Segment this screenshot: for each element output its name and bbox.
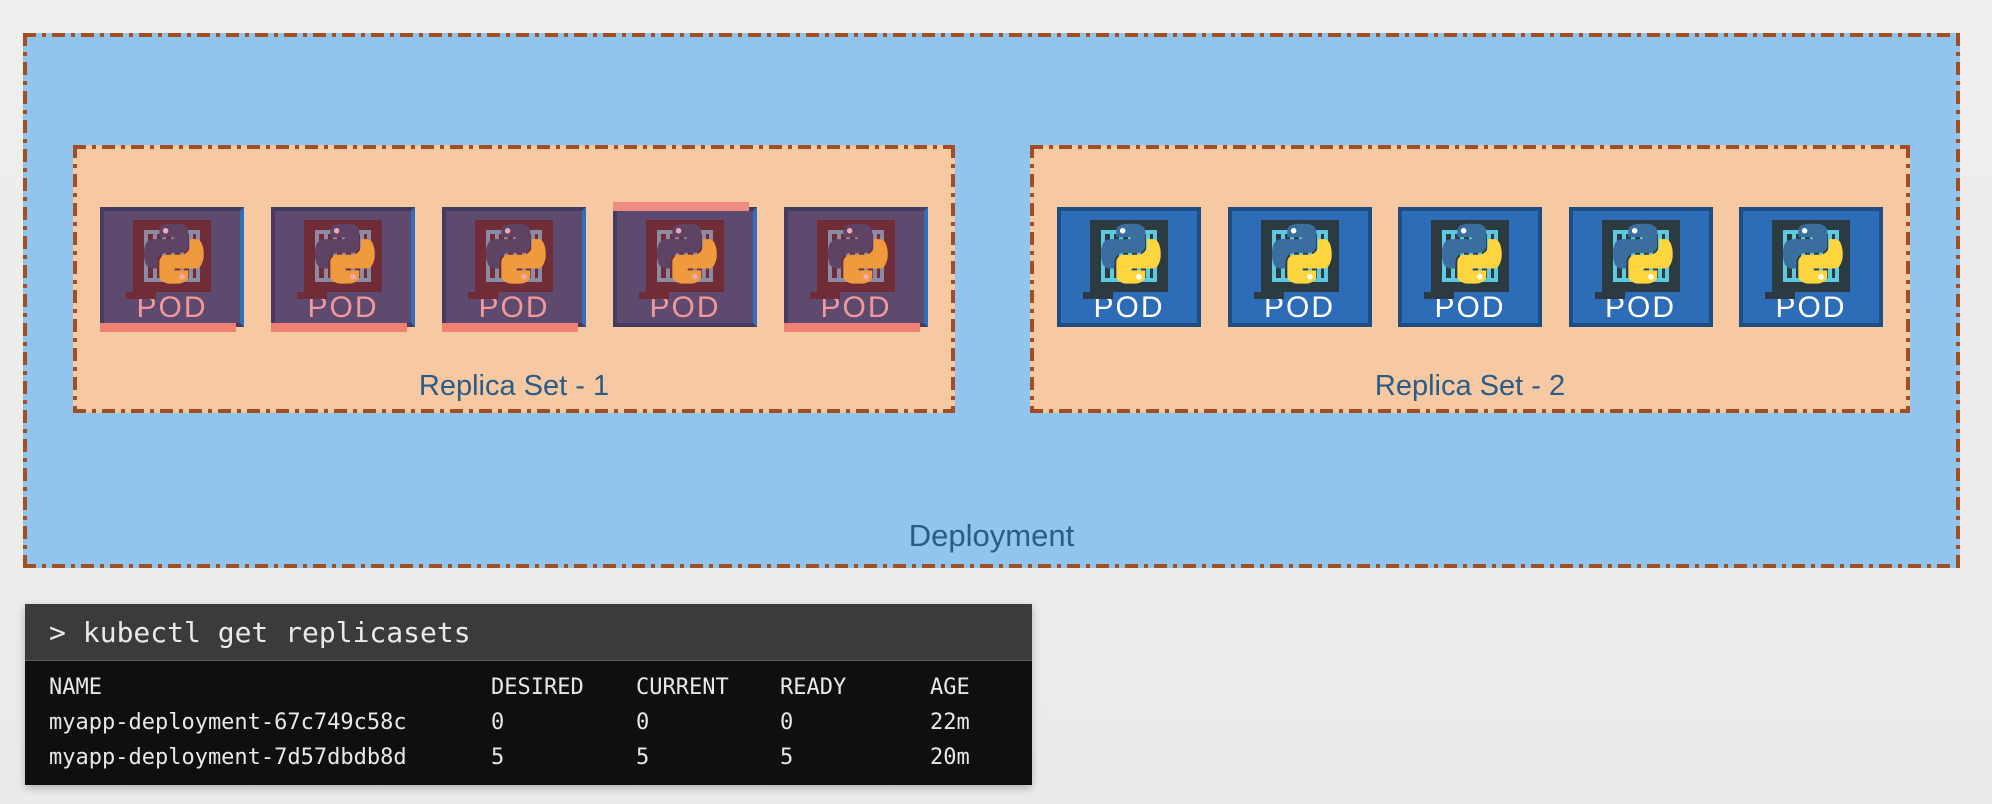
deployment-label: Deployment bbox=[908, 518, 1075, 553]
pod: POD bbox=[1739, 207, 1883, 327]
cage-foot bbox=[468, 292, 498, 299]
replicaset-row: myapp-deployment-7d57dbdb8d 5 5 5 20m bbox=[25, 740, 1032, 775]
table-cell: myapp-deployment-67c749c58c bbox=[49, 710, 407, 735]
python-logo-icon bbox=[1782, 223, 1843, 284]
pod-cage-icon bbox=[1765, 220, 1850, 299]
pod-cage-icon bbox=[126, 220, 211, 299]
cage-foot bbox=[639, 292, 669, 299]
python-logo-icon bbox=[1612, 223, 1673, 284]
column-header: CURRENT bbox=[636, 675, 729, 700]
pod: POD bbox=[613, 202, 757, 327]
pod: POD bbox=[442, 207, 586, 332]
replicaset-1-box: POD POD POD bbox=[73, 145, 955, 413]
cage-foot bbox=[126, 292, 156, 299]
replicaset-label: Replica Set - 1 bbox=[418, 370, 610, 402]
column-header: NAME bbox=[49, 675, 102, 700]
pod: POD bbox=[1057, 207, 1201, 327]
replicaset-label: Replica Set - 2 bbox=[1374, 370, 1566, 402]
pod-cage-icon bbox=[1594, 220, 1680, 299]
pod: POD bbox=[1227, 207, 1372, 327]
cage-foot bbox=[1765, 292, 1795, 299]
replicaset-row: myapp-deployment-67c749c58c 0 0 0 22m bbox=[25, 705, 1032, 740]
table-cell: 0 bbox=[491, 710, 505, 735]
pod-cage-icon bbox=[1424, 220, 1509, 299]
pod-cage-icon bbox=[639, 220, 724, 299]
table-header-row: NAME DESIRED CURRENT READY AGE bbox=[25, 670, 1032, 705]
table-cell: 5 bbox=[780, 745, 794, 770]
python-logo-icon bbox=[485, 223, 546, 284]
table-cell: 0 bbox=[636, 710, 650, 735]
terminal-output: NAME DESIRED CURRENT READY AGE myapp-deploym… bbox=[25, 661, 1032, 785]
python-logo-icon bbox=[827, 223, 888, 284]
table-cell: 5 bbox=[491, 745, 505, 770]
cage-foot bbox=[297, 292, 327, 299]
python-logo-icon bbox=[143, 223, 204, 284]
table-cell: 0 bbox=[780, 710, 794, 735]
pod: POD bbox=[1398, 207, 1542, 327]
python-logo-icon bbox=[1271, 223, 1332, 284]
cage-foot bbox=[1253, 292, 1284, 299]
table-cell: myapp-deployment-7d57dbdb8d bbox=[49, 745, 407, 770]
cage-foot bbox=[1594, 292, 1625, 299]
table-cell: 20m bbox=[930, 745, 970, 770]
cage-foot bbox=[810, 292, 840, 299]
cage-foot bbox=[1424, 292, 1454, 299]
pod: POD bbox=[784, 207, 928, 332]
pod: POD bbox=[1568, 207, 1713, 327]
pod-cage-icon bbox=[297, 220, 382, 299]
pod-row: POD POD POD bbox=[1057, 207, 1883, 327]
cage-foot bbox=[1083, 292, 1113, 299]
pod-cage-icon bbox=[810, 220, 895, 299]
pod: POD bbox=[271, 207, 415, 332]
python-logo-icon bbox=[314, 223, 375, 284]
python-logo-icon bbox=[656, 223, 717, 284]
python-logo-icon bbox=[1441, 223, 1502, 284]
python-logo-icon bbox=[1100, 223, 1161, 284]
terminal-command-text: kubectl get replicasets bbox=[82, 615, 471, 649]
column-header: READY bbox=[780, 675, 847, 700]
terminal-window: > kubectl get replicasets NAME DESIRED CUR… bbox=[25, 604, 1032, 785]
column-header: DESIRED bbox=[491, 675, 584, 700]
terminal-prompt-icon: > bbox=[49, 615, 66, 649]
pod-row: POD POD POD bbox=[100, 202, 928, 332]
deployment-box: POD POD POD bbox=[23, 33, 1960, 568]
pod-cage-icon bbox=[468, 220, 553, 299]
pod-cage-icon bbox=[1083, 220, 1168, 299]
terminal-command-bar: > kubectl get replicasets bbox=[25, 604, 1032, 661]
table-cell: 5 bbox=[636, 745, 650, 770]
pod: POD bbox=[100, 207, 244, 332]
pod-cage-icon bbox=[1253, 220, 1339, 299]
column-header: AGE bbox=[930, 675, 970, 700]
table-cell: 22m bbox=[930, 710, 970, 735]
replicaset-2-box: POD POD POD bbox=[1030, 145, 1910, 413]
